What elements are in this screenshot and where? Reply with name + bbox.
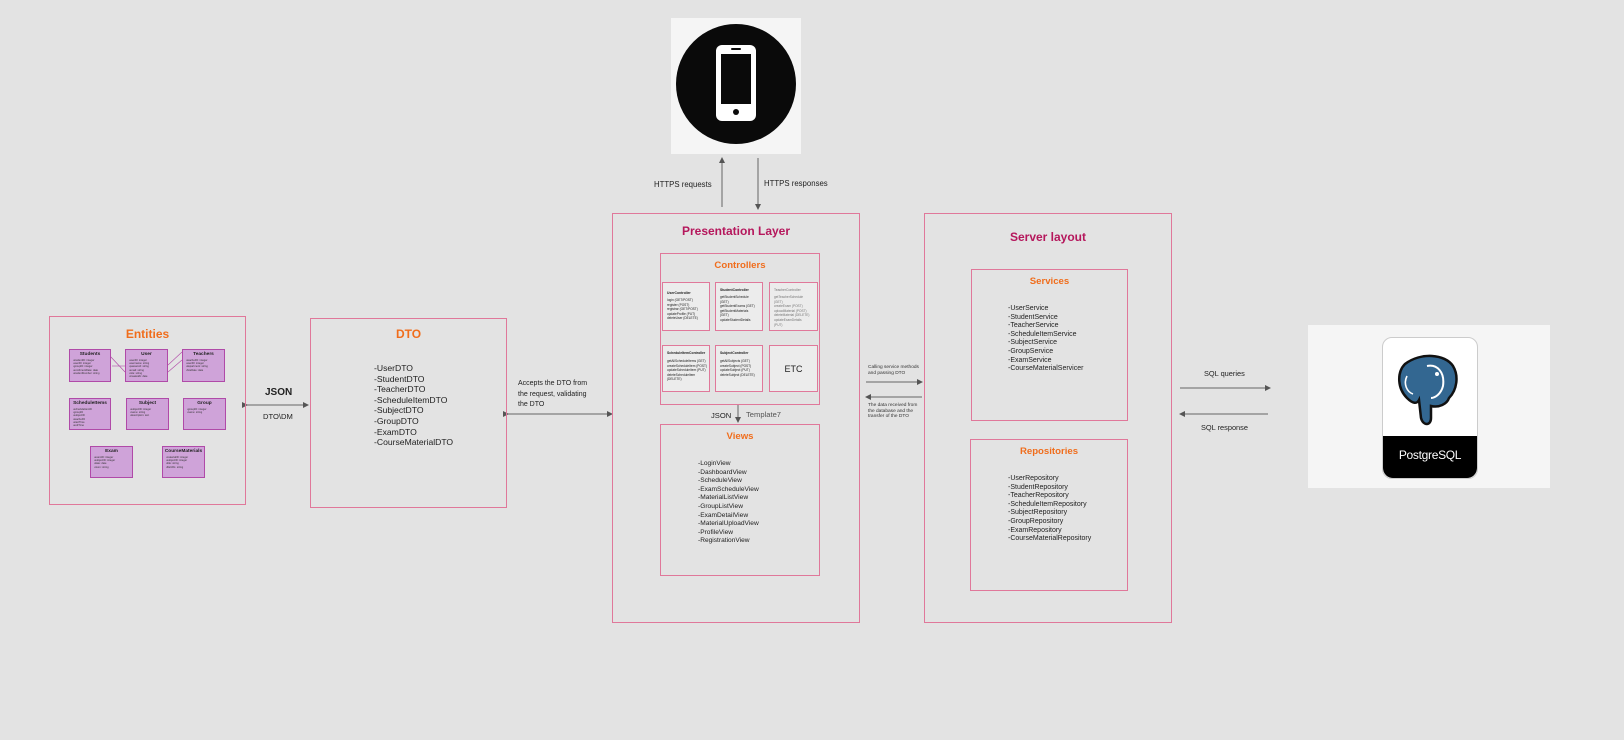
controller-schedule-item: ScheduleItemController getAllScheduleIte… [662,345,710,392]
postgresql-database: PostgreSQL [1308,325,1550,488]
controllers-panel: Controllers UserController login (GET/PO… [660,253,820,405]
controller-user: UserController login (GET/POST)register … [662,282,710,331]
views-template7-label: Template7 [746,410,782,419]
https-responses-label: HTTPS responses [764,179,828,188]
entities-panel: Entities Students •studentID: integer•us… [49,316,246,505]
entities-title: Entities [125,327,170,341]
controller-subject: SubjectController getAllSubjects (GET)cr… [715,345,763,392]
views-list: -LoginView-DashboardView-ScheduleView-Ex… [698,460,759,545]
presentation-layer-panel: Presentation Layer Controllers UserContr… [612,213,860,623]
repositories-panel: Repositories -UserRepository-StudentRepo… [970,439,1128,591]
dto-dm-label: DTO\DM [263,412,293,421]
entity-subject: Subject •subjectID: integer•name: string… [126,398,169,430]
services-panel: Services -UserService-StudentService-Tea… [971,269,1128,421]
entity-user: User •userID: integer•username: string•p… [125,349,168,382]
repositories-list: -UserRepository-StudentRepository-Teache… [1008,475,1092,543]
controller-teacher: TeacherController getTeacherSchedule(GET… [769,282,818,331]
smartphone-icon [676,24,796,144]
views-json-label: JSON [711,411,732,420]
entity-schedule-items: ScheduleItems •scheduleItemID•groupID•su… [69,398,111,430]
sql-response-label: SQL response [1201,423,1248,432]
dto-panel: DTO -UserDTO-StudentDTO-TeacherDTO-Sched… [310,318,507,508]
services-title: Services [1029,276,1070,287]
services-list: -UserService-StudentService-TeacherServi… [1008,305,1084,373]
entity-exam: Exam •examID: integer•subjectID: integer… [90,446,133,478]
phone-client [671,18,801,154]
entity-group: Group •groupID: integer•name: string [183,398,226,430]
dto-title: DTO [395,327,422,341]
postgresql-label: PostgreSQL [1398,448,1462,462]
entity-students: Students •studentID: integer•userID: int… [69,349,111,382]
controller-student: StudentController getStudentSchedule(GET… [715,282,763,331]
https-requests-label: HTTPS requests [654,180,712,189]
dto-list: -UserDTO-StudentDTO-TeacherDTO-ScheduleI… [374,363,454,448]
controller-etc: ETC [769,345,818,392]
presentation-title: Presentation Layer [681,224,791,238]
repositories-title: Repositories [1019,446,1079,457]
postgresql-elephant-icon [1398,354,1458,426]
controllers-title: Controllers [714,260,766,271]
server-layout-panel: Server layout Services -UserService-Stud… [924,213,1172,623]
views-panel: Views -LoginView-DashboardView-ScheduleV… [660,424,820,576]
json-label: JSON [265,387,293,398]
entity-teachers: Teachers •teacherID: integer•userID: int… [182,349,225,382]
server-title: Server layout [1009,230,1087,244]
entity-course-materials: CourseMaterials •materialID: integer•sub… [162,446,205,478]
views-title: Views [726,431,754,442]
sql-queries-label: SQL queries [1204,369,1245,378]
